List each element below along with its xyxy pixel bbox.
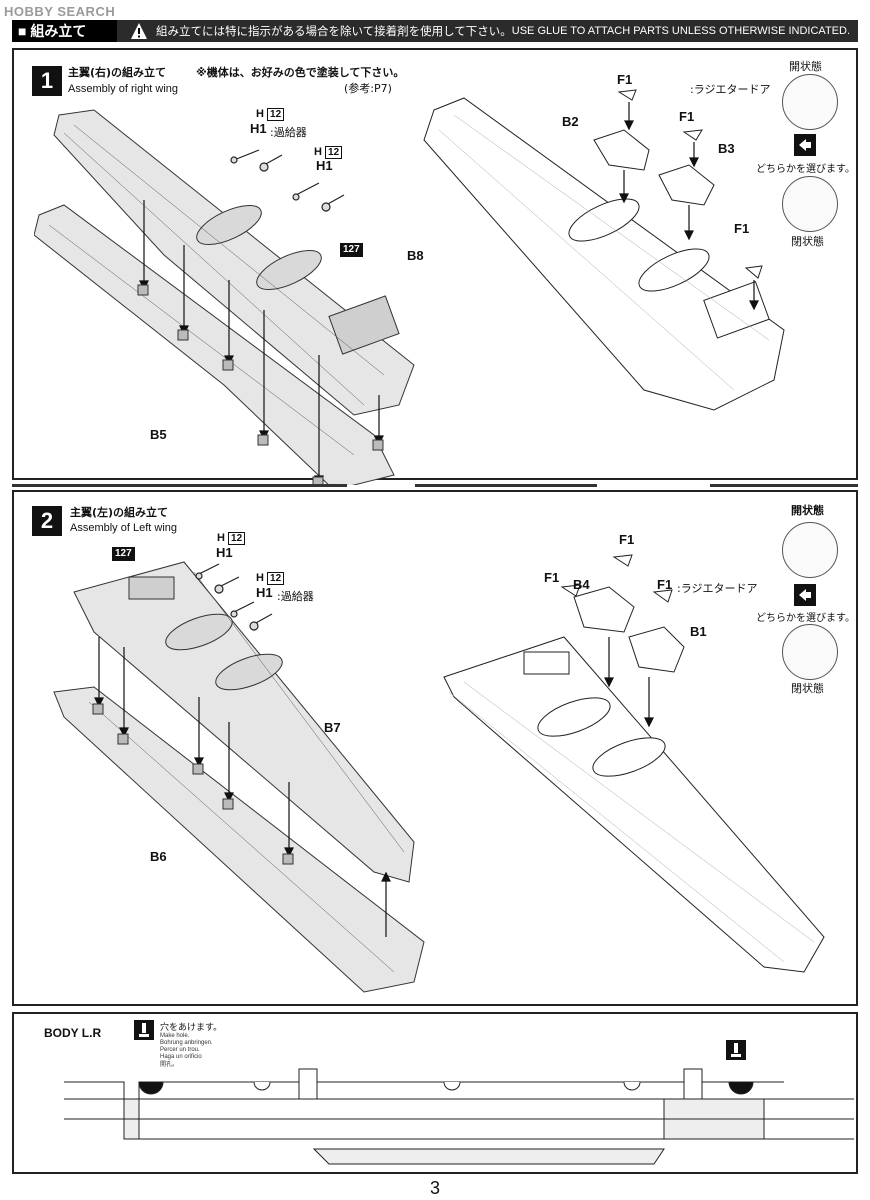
paint-note: ※機体は、お好みの色で塗装して下さい。 — [196, 66, 405, 79]
h12-box-4: 12 — [267, 572, 285, 585]
step2-panel: 2 主翼(左)の組み立て Assembly of Left wing — [12, 490, 858, 1006]
hole-instruction-5: 開孔。 — [160, 1061, 179, 1068]
warning-text-jp: 組み立てには特に指示がある場合を除いて接着剤を使用して下さい。 — [156, 24, 512, 38]
step1-panel: 1 主翼(右)の組み立て Assembly of right wing ※機体は… — [12, 48, 858, 485]
part-b1-label: B1 — [690, 624, 707, 639]
part-f1-label-b: F1 — [679, 109, 695, 124]
choose-one-label: どちらかを選びます。 — [756, 164, 855, 175]
left-wing-completed-drawing — [443, 554, 825, 973]
choose-one-icon-2 — [794, 584, 816, 606]
h12-part-badge-2: H 12 — [314, 146, 343, 159]
h1-label-3: H1 — [216, 545, 233, 560]
choose-one-icon — [794, 134, 816, 156]
body-title: BODY L.R — [44, 1026, 102, 1040]
step2-title-jp: 主翼(左)の組み立て — [70, 506, 169, 519]
h12-box-3: 12 — [228, 532, 246, 545]
radiator-open-detail — [782, 74, 838, 130]
drill-hole-icon-2 — [726, 1040, 746, 1060]
supercharger-label-2: :過給器 — [277, 590, 314, 603]
radiator-open-detail-2 — [782, 522, 838, 578]
h12-part-badge-1: H 12 — [256, 108, 285, 121]
paint-reference: (参考:P7) — [344, 82, 392, 95]
step1-title-en: Assembly of right wing — [68, 83, 179, 95]
h12-box: 12 — [267, 108, 285, 121]
left-wing-exploded-drawing — [53, 561, 425, 993]
hole-instruction-3: Percer un trou. — [160, 1047, 200, 1053]
h-label-3: H — [217, 532, 225, 544]
right-wing-completed-drawing — [423, 89, 785, 411]
warning-text-en: USE GLUE TO ATTACH PARTS UNLESS OTHERWIS… — [511, 25, 850, 37]
hole-instruction-2: Bohrung anbringen. — [160, 1040, 213, 1046]
h1-label-2: H1 — [316, 158, 333, 173]
supercharger-label: :過給器 — [270, 126, 307, 139]
hole-instruction-4: Haga un orificio — [160, 1054, 202, 1060]
part-f1-label-top: F1 — [619, 532, 635, 547]
color-127-badge: 127 — [340, 243, 363, 257]
h12-part-badge-4: H 12 — [256, 572, 285, 585]
radiator-closed-detail-2 — [782, 624, 838, 680]
part-b5-label: B5 — [150, 427, 167, 442]
step2-number: 2 — [32, 506, 62, 536]
page-number: 3 — [430, 1178, 441, 1198]
instruction-header: ■ 組み立て 組み立てには特に指示がある場合を除いて接着剤を使用して下さい。 U… — [12, 20, 858, 42]
part-b3-label: B3 — [718, 141, 735, 156]
part-f1-label-c: F1 — [734, 221, 750, 236]
h-label-2: H — [314, 146, 322, 158]
hole-instruction-jp: 穴をあけます。 — [160, 1023, 223, 1033]
option-closed-label-2: 閉状態 — [791, 682, 824, 695]
h12-box-2: 12 — [325, 146, 343, 159]
radiator-closed-detail — [782, 176, 838, 232]
part-b6-label: B6 — [150, 849, 167, 864]
hole-instruction-1: Make hole. — [160, 1033, 190, 1039]
radiator-door-label: :ラジエタードア — [690, 83, 771, 96]
h1-label-4: H1 — [256, 585, 273, 600]
warning-icon — [131, 23, 147, 39]
step-divider-left — [12, 484, 347, 487]
option-open-label: 開状態 — [789, 60, 822, 73]
part-f1-label-right: F1 — [657, 577, 673, 592]
drill-hole-icon — [134, 1020, 154, 1040]
step2-title-en: Assembly of Left wing — [70, 522, 177, 534]
h-label: H — [256, 108, 264, 120]
choose-one-label-2: どちらかを選びます。 — [756, 613, 855, 624]
part-b7-label: B7 — [324, 720, 341, 735]
part-b2-label: B2 — [562, 114, 579, 129]
step-divider-mid — [415, 484, 597, 487]
part-b8-label: B8 — [407, 248, 424, 263]
part-f1-label-left: F1 — [544, 570, 560, 585]
option-closed-label: 閉状態 — [791, 235, 824, 248]
body-cross-section-drawing — [64, 1068, 854, 1165]
part-b4-label: B4 — [573, 577, 590, 592]
h-label-4: H — [256, 572, 264, 584]
option-open-label-2: 開状態 — [791, 504, 824, 517]
h12-part-badge-3: H 12 — [217, 532, 246, 545]
watermark: HOBBY SEARCH — [4, 4, 116, 19]
step1-number: 1 — [32, 66, 62, 96]
right-wing-exploded-drawing — [34, 109, 415, 485]
step1-title-jp: 主翼(右)の組み立て — [68, 66, 167, 79]
h1-label-1: H1 — [250, 121, 267, 136]
body-panel: BODY L.R 穴をあけます。 Make hole. Bohrung anbr… — [12, 1012, 858, 1174]
part-f1-label-a: F1 — [617, 72, 633, 87]
section-title: ■ 組み立て — [12, 20, 117, 42]
color-127-badge-2: 127 — [112, 547, 135, 561]
radiator-door-label-2: :ラジエタードア — [677, 582, 758, 595]
step-divider-right — [710, 484, 858, 487]
